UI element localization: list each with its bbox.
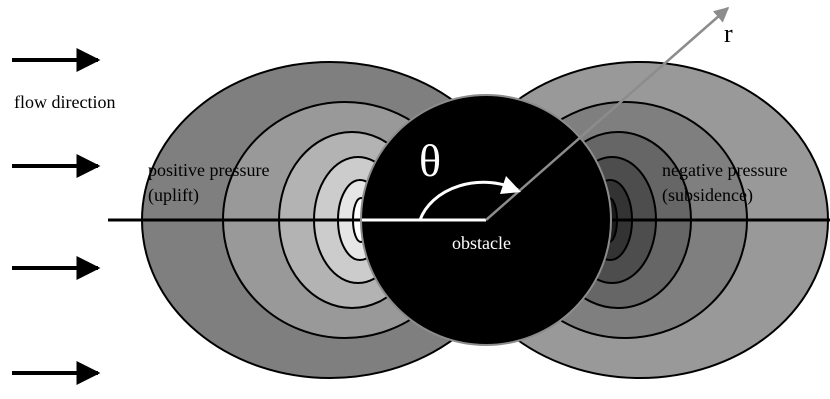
theta-label: θ [419,135,441,186]
obstacle-label: obstacle [452,233,511,253]
subsidence-label: (subsidence) [662,185,753,206]
flow-direction-label: flow direction [14,92,115,112]
angle-arc-arrowhead [500,176,521,194]
negative-pressure-label: negative pressure [662,160,787,180]
positive-pressure-label: positive pressure [148,160,269,180]
radius-arrow-icon [485,7,730,221]
uplift-label: (uplift) [148,185,199,206]
r-label: r [724,19,733,48]
flow-arrows [12,48,101,385]
